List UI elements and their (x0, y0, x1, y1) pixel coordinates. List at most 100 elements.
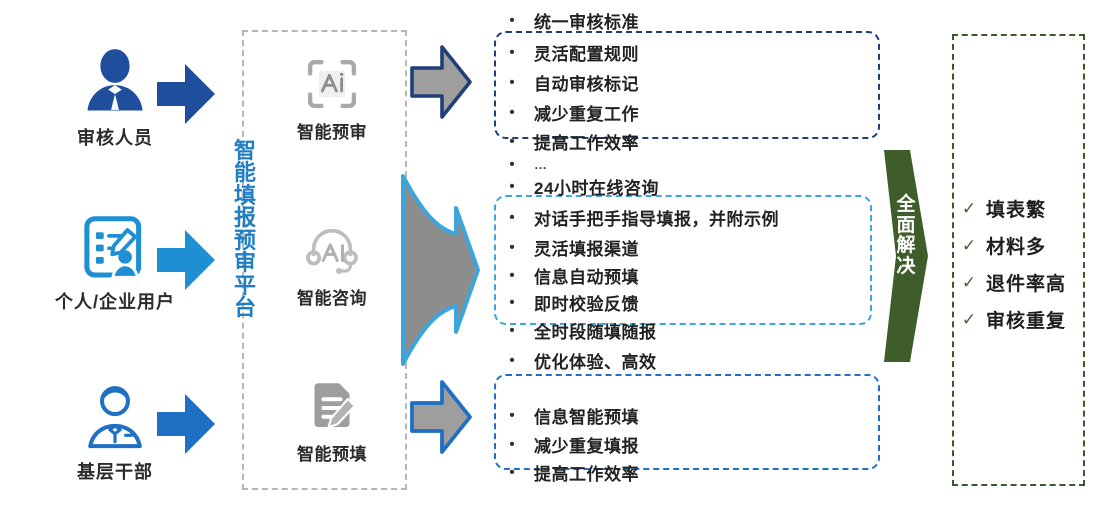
right-arrow-icon (157, 394, 215, 454)
bullet-dot-icon: • (509, 178, 515, 195)
solution-container (952, 34, 1085, 486)
green-arrow-char: 解 (896, 235, 916, 257)
check-icon: ✓ (961, 309, 977, 329)
benefit-label: 提高工作效率 (534, 465, 639, 484)
curved-right-arrow-icon (401, 174, 480, 366)
solution-item: ✓ 材料多 (958, 227, 1088, 264)
actor-label: 基层干部 (77, 462, 153, 482)
actor-grassroots-cadre: 基层干部 (20, 382, 210, 484)
module-smart-prefill[interactable]: 智能预填 (262, 378, 402, 465)
solution-item: ✓ 填表繁 (958, 190, 1088, 227)
bullet-dot-icon: • (509, 156, 515, 173)
bullet-dot-icon: • (509, 44, 515, 61)
platform-title-char: 填 (233, 182, 256, 208)
benefit-label: 统一审核标准 (534, 13, 639, 32)
benefit-item: • 即时校验反馈 (504, 290, 639, 315)
green-arrow-label: 全 面 解 决 (893, 194, 919, 277)
actor-auditor: 审核人员 (20, 48, 210, 150)
benefit-item: • 提高工作效率 (504, 460, 639, 485)
module-smart-consult[interactable]: 智能咨询 (262, 222, 402, 309)
bullet-dot-icon: • (509, 12, 515, 29)
benefit-item: • 统一审核标准 (504, 8, 639, 33)
solution-item: ✓ 退件率高 (958, 264, 1088, 301)
solution-label: 填表繁 (986, 200, 1047, 221)
bullet-dot-icon: • (509, 74, 515, 91)
ai-headset-icon (306, 228, 358, 274)
solution-label: 审核重复 (986, 311, 1067, 332)
benefit-item: • 灵活配置规则 (504, 40, 639, 65)
benefit-label: 优化体验、高效 (534, 353, 657, 372)
bullet-dot-icon: • (509, 322, 515, 339)
platform-title-char: 预 (233, 227, 256, 253)
actor-citizen-enterprise: 个人/企业用户 (20, 212, 210, 314)
green-arrow-char: 面 (896, 214, 916, 236)
solution-list: ✓ 填表繁 ✓ 材料多 ✓ 退件率高 ✓ 审核重复 (958, 190, 1088, 338)
benefit-label: … (534, 157, 549, 172)
benefit-item: • 信息智能预填 (504, 403, 639, 428)
benefit-item: • 减少重复工作 (504, 100, 639, 125)
right-arrow-icon (157, 230, 215, 290)
right-arrow-icon (410, 45, 472, 119)
platform-title-char: 平 (233, 272, 256, 298)
module-label: 智能预填 (297, 445, 367, 464)
solution-label: 退件率高 (986, 274, 1067, 295)
module-label: 智能预审 (297, 123, 367, 142)
bullet-dot-icon: • (509, 209, 515, 226)
benefit-item: • 对话手把手指导填报，并附示例 (504, 205, 779, 230)
bullet-dot-icon: • (509, 352, 515, 369)
green-arrow-char: 决 (896, 255, 916, 277)
benefits-list: • 统一审核标准 • 灵活配置规则 • 自动审核标记 • 减少重复工作 • 提高… (490, 0, 890, 507)
benefit-group-prefill-box (494, 374, 880, 470)
platform-title-char: 能 (233, 160, 256, 186)
benefit-item: • 24小时在线咨询 (504, 174, 659, 199)
benefit-group-prereview-box (494, 31, 880, 139)
platform-title-char: 审 (233, 250, 256, 276)
module-smart-prereview[interactable]: 智能预审 (262, 56, 402, 143)
benefit-item: • 优化体验、高效 (504, 348, 657, 373)
right-arrow-icon (157, 64, 215, 124)
platform-title-char: 台 (233, 295, 256, 321)
form-with-person-icon (84, 216, 142, 279)
platform-title-char: 报 (233, 205, 256, 231)
bullet-dot-icon: • (509, 464, 515, 481)
benefit-group-consult-box (494, 195, 872, 325)
bullet-dot-icon: • (509, 294, 515, 311)
user-outline-icon (88, 386, 142, 449)
platform-title-char: 智 (233, 138, 256, 163)
bullet-dot-icon: • (509, 267, 515, 284)
bullet-dot-icon: • (509, 104, 515, 121)
user-suit-filled-icon (87, 49, 143, 111)
right-chevron-banner-icon (884, 150, 928, 362)
benefit-label: 提高工作效率 (534, 134, 639, 153)
benefit-label: 对话手把手指导填报，并附示例 (534, 210, 779, 229)
benefit-item: • 提高工作效率 (504, 129, 639, 154)
bullet-dot-icon: • (509, 436, 515, 453)
module-label: 智能咨询 (297, 289, 367, 308)
solution-item: ✓ 审核重复 (958, 301, 1088, 338)
check-icon: ✓ (961, 198, 977, 218)
actor-label: 审核人员 (77, 128, 153, 148)
check-icon: ✓ (961, 272, 977, 292)
benefit-label: 全时段随填随报 (534, 323, 657, 342)
benefit-label: 24小时在线咨询 (534, 179, 659, 198)
bullet-dot-icon: • (509, 407, 515, 424)
actor-label: 个人/企业用户 (54, 292, 175, 312)
document-pencil-icon (314, 383, 356, 429)
benefit-item: • 信息自动预填 (504, 263, 639, 288)
right-arrow-icon (410, 380, 472, 454)
platform-title: 智 能 填 报 预 审 平 台 (228, 138, 262, 321)
check-icon: ✓ (961, 235, 977, 255)
benefit-label: 信息自动预填 (534, 268, 639, 287)
benefit-label: 即时校验反馈 (534, 295, 639, 314)
ai-scan-icon (307, 59, 357, 109)
benefit-label: 灵活配置规则 (534, 45, 639, 64)
benefit-label: 减少重复工作 (534, 105, 639, 124)
solution-label: 材料多 (986, 237, 1047, 258)
benefit-item: • 全时段随填随报 (504, 318, 657, 343)
bullet-dot-icon: • (509, 133, 515, 150)
benefit-item: • 减少重复填报 (504, 432, 639, 457)
benefit-item: • 灵活填报渠道 (504, 235, 639, 260)
bullet-dot-icon: • (509, 239, 515, 256)
benefit-item-ellipsis: • … (504, 157, 549, 172)
